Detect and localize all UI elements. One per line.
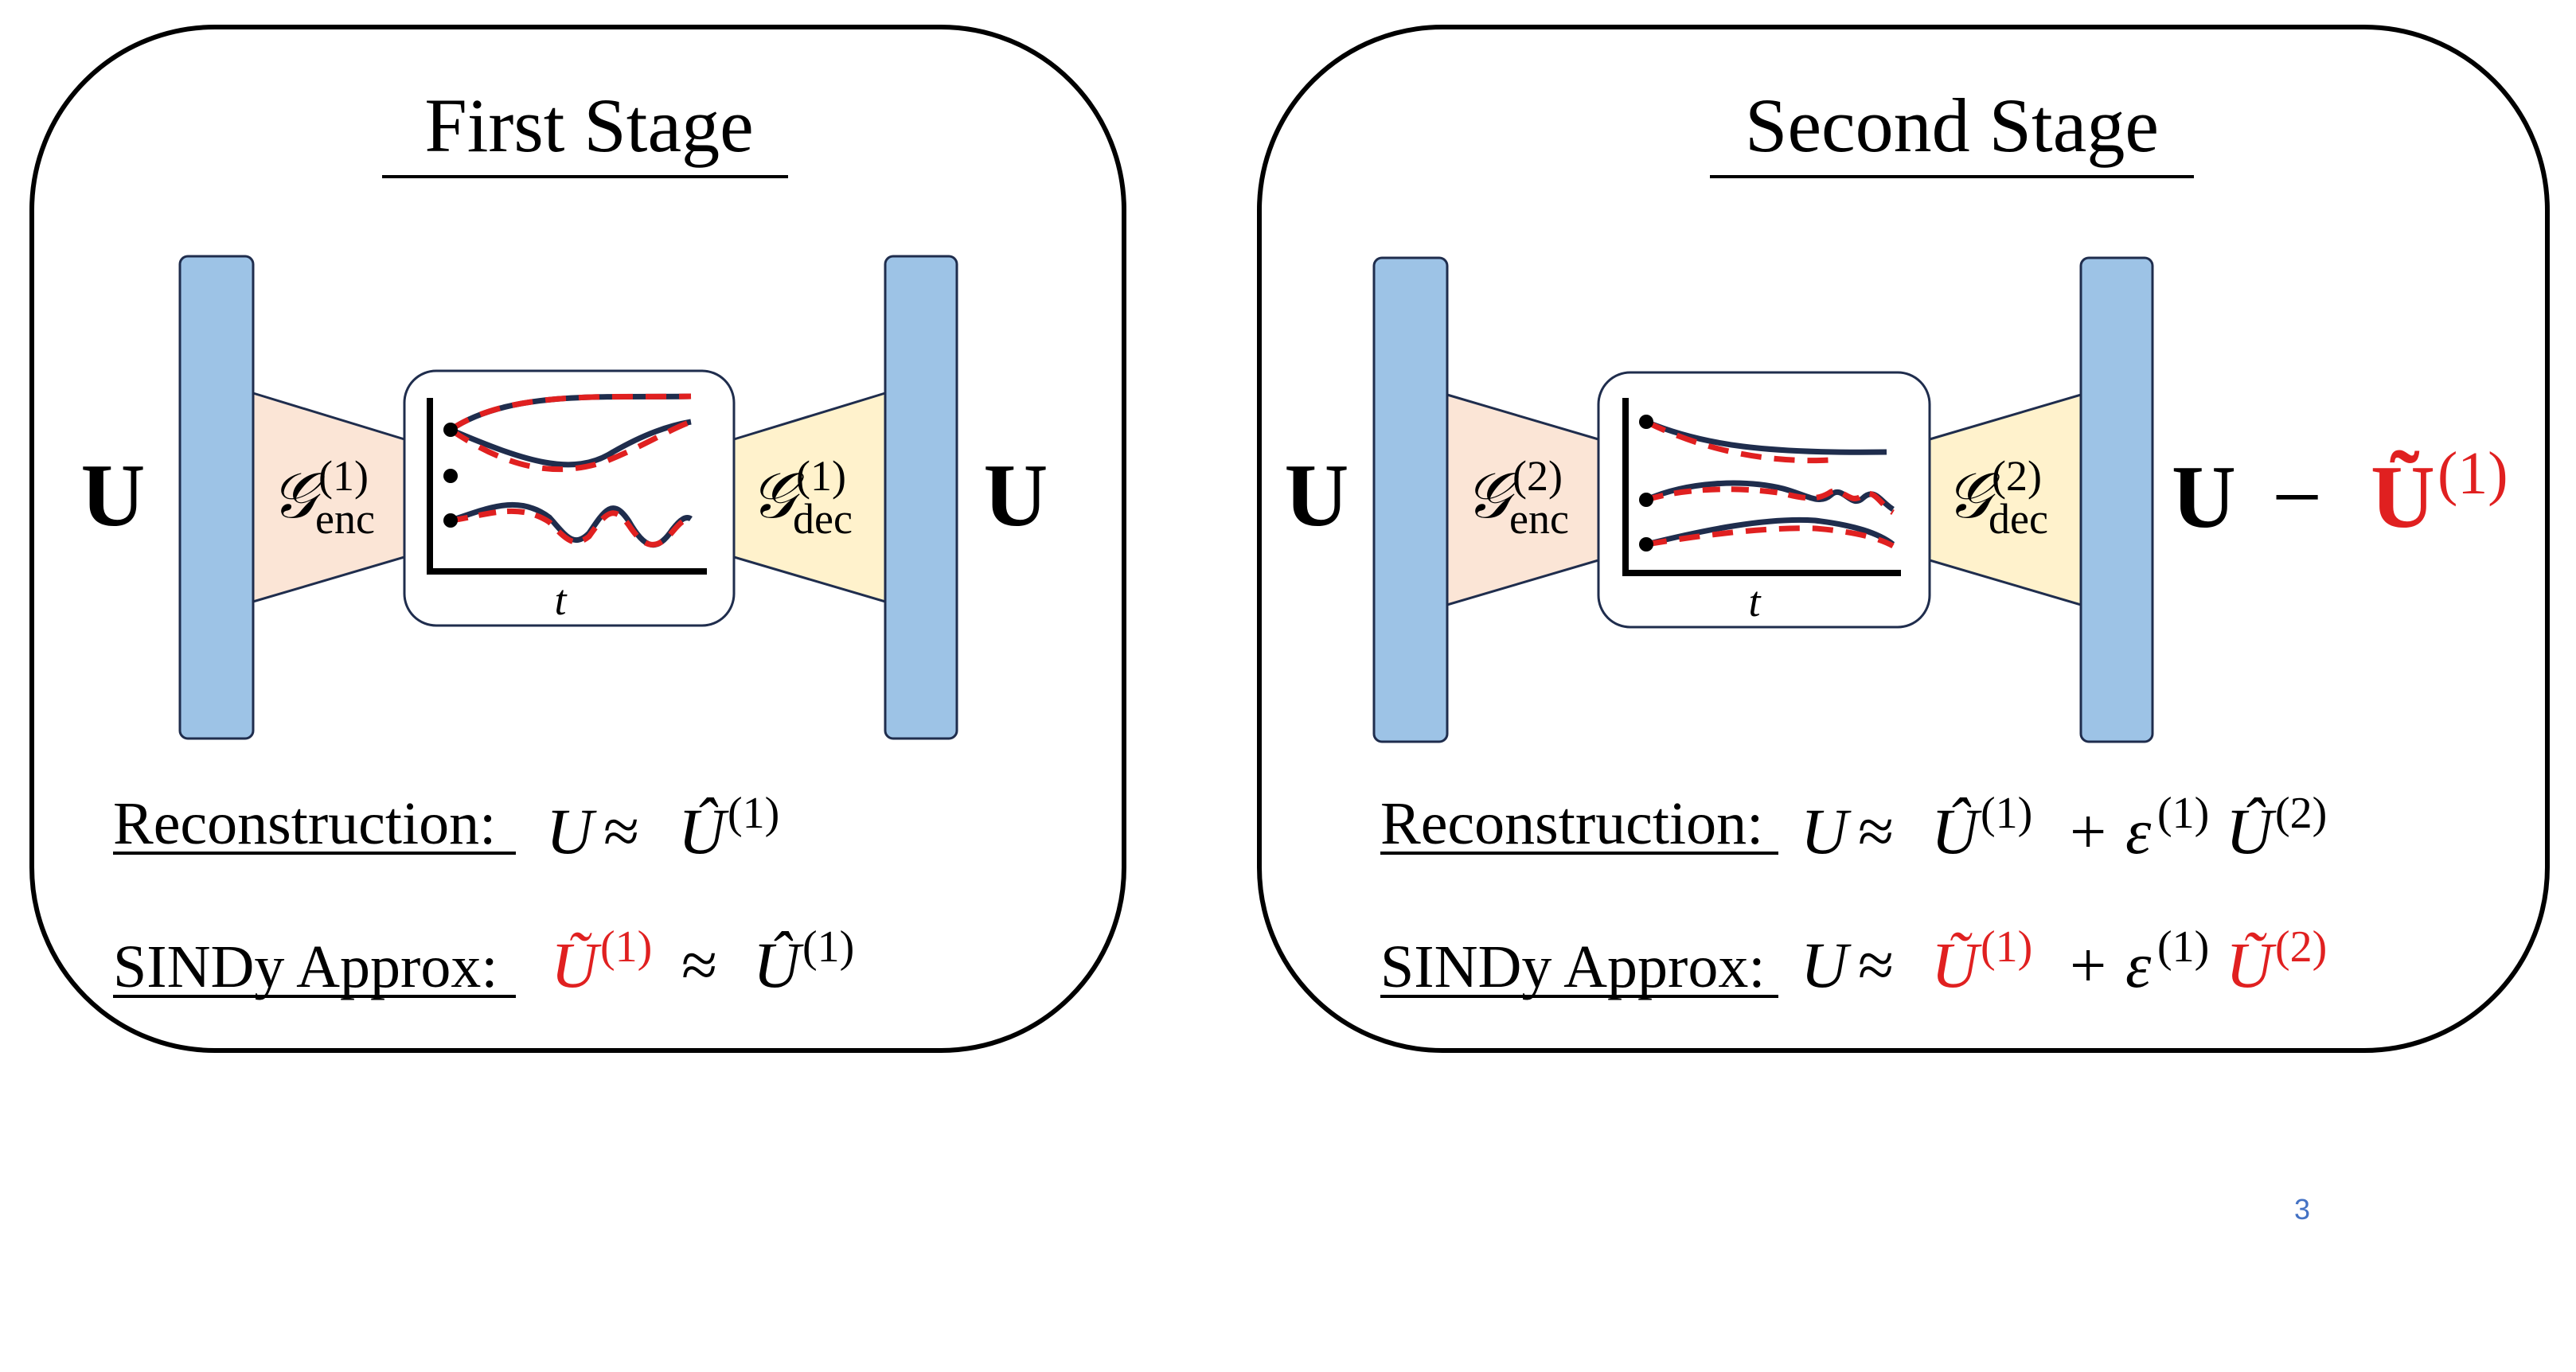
first-reconstruction-rhs: Û [678,795,729,867]
first-input-symbol: U [81,446,146,545]
first-initial-point-2 [443,469,458,483]
first-sindy-label: SINDy Approx: [113,934,498,1000]
second-output-minus: − [2272,448,2322,547]
second-sindy-term1-sup: (1) [1981,922,2032,972]
second-encoder-label: 𝒢 (2) enc [1465,452,1569,543]
first-plot-axes [427,398,707,575]
first-latent-box [403,369,736,627]
second-sindy-epsilon: ε [2125,929,2152,1001]
first-curve-b-dashed [449,419,693,473]
second-input-bar [1372,256,1449,743]
second-reconstruction-term2-sup: (2) [2275,789,2327,838]
second-reconstruction-lhs: U [1801,795,1852,867]
first-initial-point-1 [443,423,458,437]
first-curve-a-dashed [449,393,692,432]
first-reconstruction-lhs: U [546,795,597,867]
second-sindy-epsilon-sup: (1) [2157,922,2209,972]
first-encoder-sub: enc [315,495,375,543]
second-decoder-label: 𝒢 (2) dec [1946,452,2048,543]
first-stage-title: First Stage [424,83,753,168]
first-sindy-lhs-sup: (1) [600,922,652,972]
first-stage-panel: First Stage U U 𝒢 (1) enc 𝒢 (1) dec t [29,25,1126,1053]
second-output-tilde-sup: (1) [2437,440,2508,507]
second-reconstruction-row: Reconstruction: U ≈ Û (1) + ε (1) Û (2) [1380,789,2327,867]
first-reconstruction-row: Reconstruction: U ≈ Û (1) [113,789,779,867]
first-reconstruction-rhs-sup: (1) [728,789,779,838]
second-time-axis-label: t [1748,578,1762,626]
second-sindy-term1: Ũ [1931,929,1982,1001]
second-encoder-sup: (2) [1512,452,1563,500]
second-sindy-approx: ≈ [1858,929,1894,1001]
slide-number: 3 [2294,1193,2310,1226]
second-output-tilde-symbol: Ũ [2371,448,2435,547]
first-encoder-sup: (1) [318,452,369,500]
second-curve-b-dashed [1645,486,1895,515]
first-curve-b-solid [449,419,692,468]
second-latent-plot: t [1597,371,1931,629]
first-reconstruction-label: Reconstruction: [113,790,496,857]
second-sindy-lhs: U [1801,929,1852,1001]
second-curve-b-solid [1645,480,1895,512]
second-reconstruction-plus: + [2070,795,2106,867]
second-curve-a-solid [1645,419,1887,455]
second-encoder-sub: enc [1509,495,1569,543]
first-decoder-sup: (1) [796,452,846,500]
first-curve-c-dashed [450,508,693,548]
second-reconstruction-term2: Û [2226,795,2277,867]
first-encoder-label: 𝒢 (1) enc [271,452,375,543]
first-initial-point-3 [443,513,458,528]
second-reconstruction-epsilon-sup: (1) [2157,789,2209,838]
first-output-bar [884,255,958,740]
second-decoder-sup: (2) [1992,452,2042,500]
first-sindy-rhs-sup: (1) [802,922,854,972]
second-stage-title: Second Stage [1745,83,2159,168]
second-output-symbol: U [2172,448,2236,547]
first-time-axis-label: t [554,576,568,624]
second-output-bar [2079,256,2154,743]
first-sindy-rhs: Û [753,929,804,1001]
second-output-expression: U − Ũ (1) [2172,440,2508,547]
second-sindy-plus: + [2070,929,2106,1001]
second-sindy-term2: Ũ [2226,929,2277,1001]
first-output-symbol: U [984,446,1048,545]
first-latent-plot: t [403,369,736,627]
second-decoder-sub: dec [1989,495,2048,543]
second-initial-point-2 [1639,493,1653,507]
first-sindy-lhs: Ũ [551,929,602,1001]
second-stage-panel: Second Stage U U − Ũ (1) 𝒢 (2) enc 𝒢 (2)… [1257,25,2550,1053]
second-sindy-label: SINDy Approx: [1380,934,1765,1000]
second-input-symbol: U [1285,446,1349,545]
second-plot-axes [1622,398,1901,576]
first-input-bar [178,255,255,740]
first-sindy-row: SINDy Approx: Ũ (1) ≈ Û (1) [113,922,854,1001]
second-sindy-row: SINDy Approx: U ≈ Ũ (1) + ε (1) Ũ (2) [1380,922,2327,1001]
second-initial-point-1 [1639,415,1653,429]
first-decoder-sub: dec [793,495,853,543]
second-reconstruction-approx: ≈ [1858,795,1894,867]
second-reconstruction-term1: Û [1931,795,1982,867]
second-reconstruction-epsilon: ε [2125,795,2152,867]
second-reconstruction-term1-sup: (1) [1981,789,2032,838]
first-reconstruction-approx: ≈ [603,795,639,867]
second-initial-point-3 [1639,537,1653,552]
first-sindy-approx: ≈ [681,929,717,1001]
second-curve-c-dashed [1645,525,1895,549]
second-reconstruction-label: Reconstruction: [1380,790,1763,857]
second-curve-c-solid [1645,516,1895,548]
first-decoder-label: 𝒢 (1) dec [750,452,853,543]
second-sindy-term2-sup: (2) [2275,922,2327,972]
